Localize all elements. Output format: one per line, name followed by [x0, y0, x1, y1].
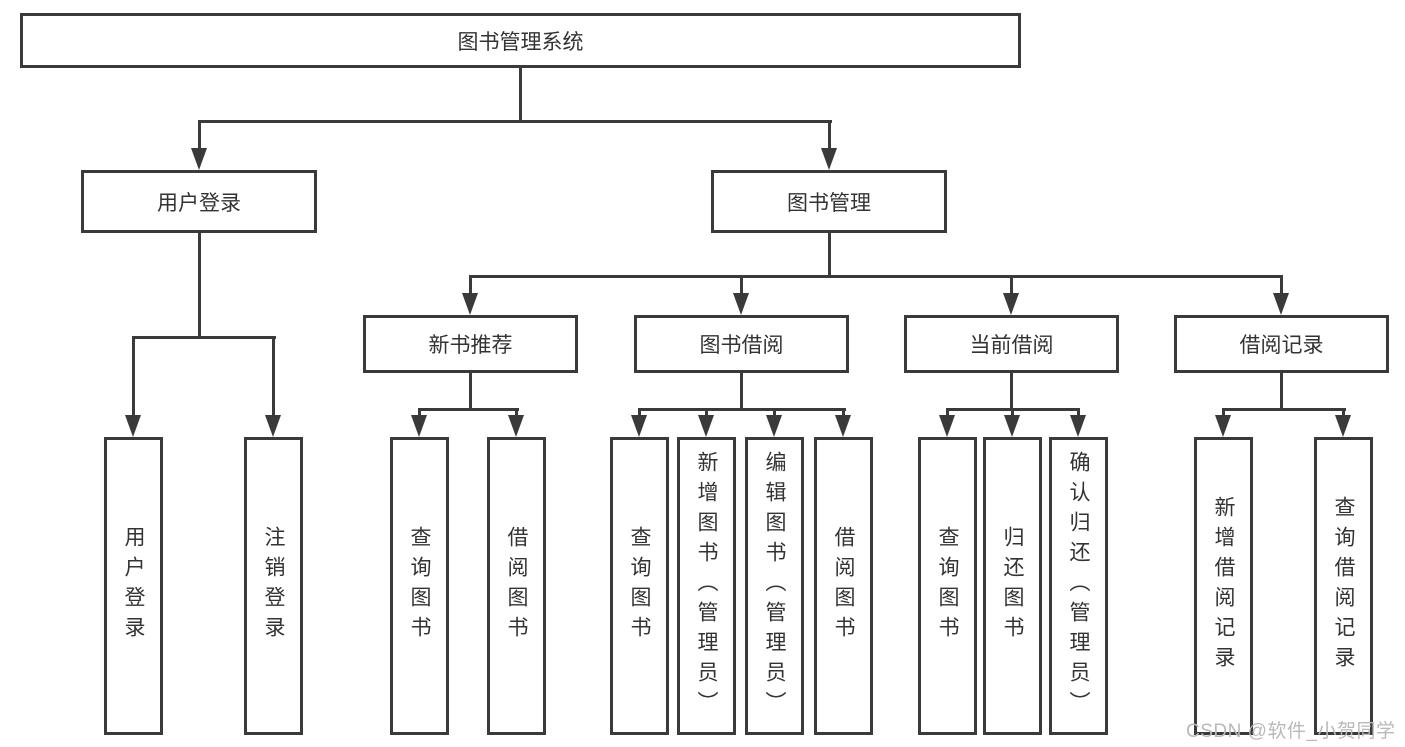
node-label: 确认归还（管理员） [1067, 451, 1090, 721]
arrow-down-icon [939, 415, 955, 437]
connector-line [132, 336, 276, 339]
connector-line [132, 336, 135, 419]
leaf-borrow-books-2: 借阅图书 [814, 437, 873, 735]
connector-line [1280, 275, 1283, 295]
node-root-library-system: 图书管理系统 [20, 13, 1021, 68]
connector-line [469, 275, 1283, 278]
leaf-confirm-return-admin: 确认归还（管理员） [1049, 437, 1108, 735]
connector-line [740, 373, 743, 408]
connector-line [418, 408, 421, 418]
node-book-borrowing: 图书借阅 [634, 315, 849, 373]
node-label: 新增借阅记录 [1212, 496, 1235, 676]
arrow-down-icon [125, 415, 141, 437]
connector-line [828, 233, 831, 275]
arrow-down-icon [265, 415, 281, 437]
connector-line [1077, 408, 1080, 418]
connector-line [740, 275, 743, 295]
connector-line [519, 68, 522, 120]
arrow-down-icon [821, 148, 837, 170]
node-label: 归还图书 [1001, 526, 1024, 646]
arrow-down-icon [698, 415, 714, 437]
csdn-watermark: CSDN @软件_小贺同学 [1186, 721, 1396, 742]
connector-line [272, 336, 275, 419]
node-label: 借阅图书 [505, 526, 528, 646]
node-label: 借阅记录 [1239, 334, 1324, 357]
node-label: 图书管理系统 [457, 30, 584, 54]
arrow-down-icon [1335, 415, 1351, 437]
leaf-return-book: 归还图书 [983, 437, 1042, 735]
arrow-down-icon [835, 415, 851, 437]
connector-line [946, 408, 949, 418]
arrow-down-icon [1215, 415, 1231, 437]
node-label: 查询图书 [408, 526, 431, 646]
node-label: 用户登录 [157, 191, 241, 215]
leaf-query-books-2: 查询图书 [610, 437, 669, 735]
connector-line [842, 408, 845, 418]
connector-line [198, 120, 201, 152]
node-label: 新书推荐 [428, 334, 513, 357]
leaf-edit-book-admin: 编辑图书（管理员） [745, 437, 804, 735]
arrow-down-icon [411, 415, 427, 437]
connector-line [638, 408, 846, 411]
leaf-add-book-admin: 新增图书（管理员） [677, 437, 736, 735]
arrow-down-icon [766, 415, 782, 437]
node-label: 用户登录 [122, 526, 145, 646]
node-label: 查询图书 [936, 526, 959, 646]
connector-line [1010, 275, 1013, 295]
leaf-borrow-books-1: 借阅图书 [487, 437, 546, 735]
arrow-down-icon [508, 415, 524, 437]
arrow-down-icon [462, 293, 478, 315]
node-label: 图书管理 [787, 191, 871, 215]
connector-line [469, 275, 472, 295]
connector-line [705, 408, 708, 418]
node-label: 注销登录 [262, 526, 285, 646]
node-label: 图书借阅 [699, 334, 784, 357]
arrow-down-icon [631, 415, 647, 437]
node-book-management: 图书管理 [711, 170, 947, 233]
connector-line [773, 408, 776, 418]
connector-line [469, 373, 472, 408]
connector-line [1222, 408, 1225, 418]
node-label: 查询借阅记录 [1332, 496, 1355, 676]
arrow-down-icon [1004, 415, 1020, 437]
connector-line [198, 120, 832, 123]
arrow-down-icon [1273, 293, 1289, 315]
arrow-down-icon [733, 293, 749, 315]
node-label: 新增图书（管理员） [695, 451, 718, 721]
connector-line [515, 408, 518, 418]
connector-line [1010, 373, 1013, 408]
leaf-logout: 注销登录 [244, 437, 303, 735]
node-borrowing-records: 借阅记录 [1174, 315, 1389, 373]
node-current-borrowing: 当前借阅 [904, 315, 1119, 373]
leaf-query-books-3: 查询图书 [918, 437, 977, 735]
connector-line [418, 408, 519, 411]
leaf-user-login: 用户登录 [104, 437, 163, 735]
node-label: 当前借阅 [969, 334, 1054, 357]
node-label: 编辑图书（管理员） [763, 451, 786, 721]
connector-line [828, 120, 831, 152]
arrow-down-icon [1070, 415, 1086, 437]
leaf-query-borrow-record: 查询借阅记录 [1314, 437, 1373, 735]
connector-line [1222, 408, 1346, 411]
connector-line [198, 233, 201, 336]
connector-line [1011, 408, 1014, 418]
connector-line [1280, 373, 1283, 408]
node-label: 查询图书 [628, 526, 651, 646]
connector-line [638, 408, 641, 418]
connector-line [1342, 408, 1345, 418]
leaf-query-books-1: 查询图书 [390, 437, 449, 735]
arrow-down-icon [191, 148, 207, 170]
node-new-book-recommend: 新书推荐 [363, 315, 578, 373]
arrow-down-icon [1003, 293, 1019, 315]
leaf-add-borrow-record: 新增借阅记录 [1194, 437, 1253, 735]
node-label: 借阅图书 [832, 526, 855, 646]
node-user-login: 用户登录 [81, 170, 317, 233]
